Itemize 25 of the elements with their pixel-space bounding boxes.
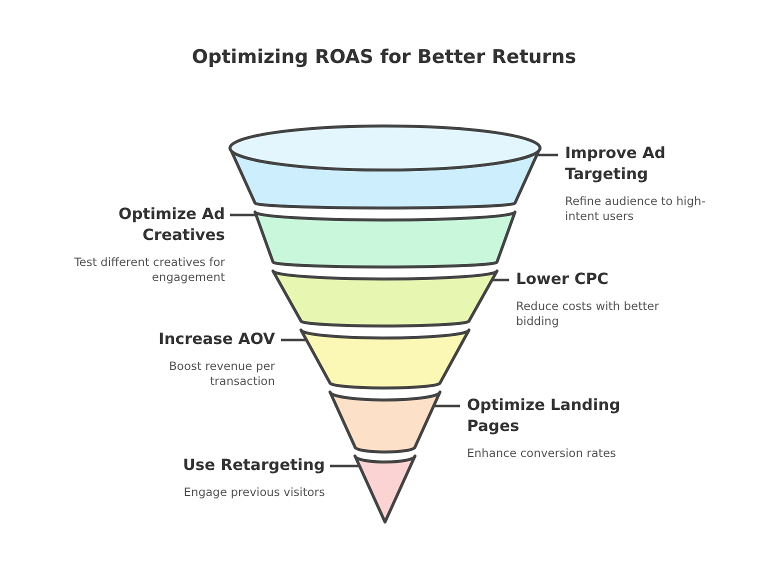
stage-heading: Lower CPC — [516, 269, 610, 290]
leader-line — [434, 404, 460, 408]
leader-line — [230, 214, 256, 216]
leader-line — [536, 154, 558, 156]
stage-description: Test different creatives for engagement — [73, 255, 225, 285]
stage-description: Engage previous visitors — [182, 485, 325, 500]
stage-description: Reduce costs with better bidding — [516, 299, 660, 329]
stage-heading: Optimize Landing Pages — [467, 395, 622, 437]
funnel-band — [228, 124, 542, 210]
funnel-band — [353, 454, 417, 524]
stage-description: Boost revenue per transaction — [168, 359, 275, 389]
funnel-band — [328, 390, 442, 454]
funnel-band — [253, 210, 517, 269]
funnel-band — [299, 328, 471, 390]
stage-heading: Increase AOV — [158, 329, 275, 350]
leader-line — [330, 464, 360, 468]
funnel-band — [271, 269, 499, 328]
diagram-title: Optimizing ROAS for Better Returns — [190, 46, 578, 68]
stage-description: Enhance conversion rates — [467, 446, 618, 461]
stage-heading: Use Retargeting — [182, 455, 325, 476]
stage-description: Refine audience to high-intent users — [565, 194, 706, 224]
leader-line — [492, 278, 509, 282]
stage-heading: Optimize Ad Creatives — [118, 204, 225, 246]
stage-heading: Improve Ad Targeting — [565, 143, 666, 185]
leader-line — [281, 338, 306, 342]
